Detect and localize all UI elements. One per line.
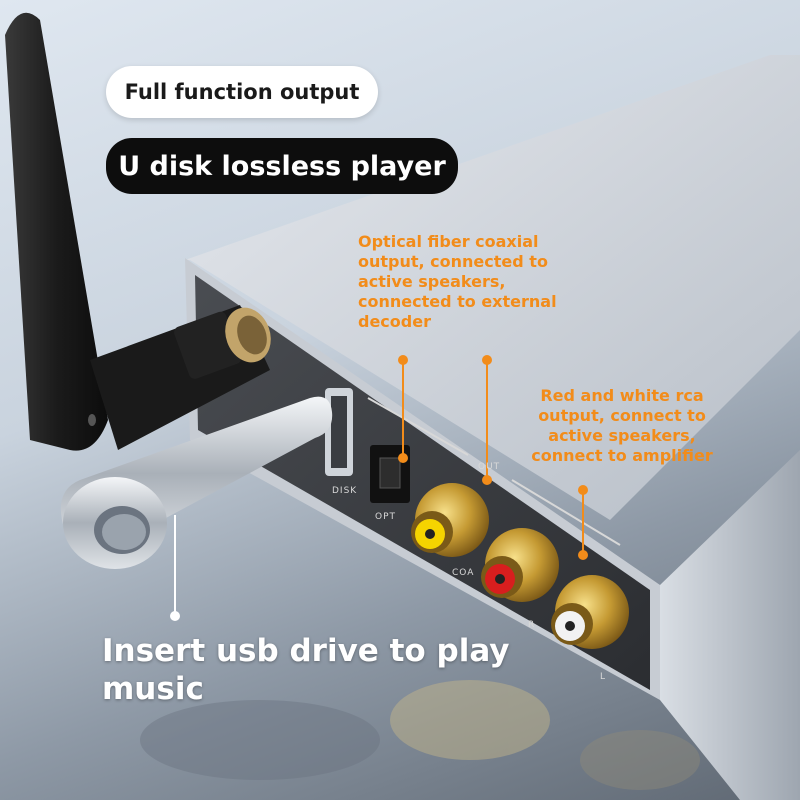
- callout-dots: [398, 355, 588, 560]
- port-label-out: OUT: [478, 462, 501, 472]
- usb-pointer: [170, 515, 180, 621]
- port-label-r: R: [528, 620, 536, 630]
- rca-callout: Red and white rca output, connect to act…: [531, 386, 713, 465]
- background-bokeh: [140, 680, 700, 790]
- rca-white-jack: [551, 575, 629, 649]
- antenna: [5, 12, 271, 451]
- rca-red-jack: [481, 528, 559, 602]
- callout-pointers: [402, 360, 584, 555]
- port-label-opt: OPT: [375, 512, 397, 522]
- antenna-nut: [225, 307, 271, 363]
- port-label-disk: DISK: [332, 486, 358, 496]
- port-label-coa: COA: [452, 568, 475, 578]
- rca-yellow-jack: [411, 483, 489, 557]
- out-bracket: [367, 397, 621, 546]
- optical-callout: Optical fiber coaxial output, connected …: [358, 232, 557, 331]
- usb-caption: Insert usb drive to play music: [102, 633, 510, 707]
- lossless-player-badge: U disk lossless player: [106, 138, 458, 194]
- full-function-badge: Full function output: [106, 66, 378, 118]
- usb-drive: [60, 396, 333, 569]
- port-label-l: L: [600, 672, 607, 682]
- usb-port: [325, 388, 353, 476]
